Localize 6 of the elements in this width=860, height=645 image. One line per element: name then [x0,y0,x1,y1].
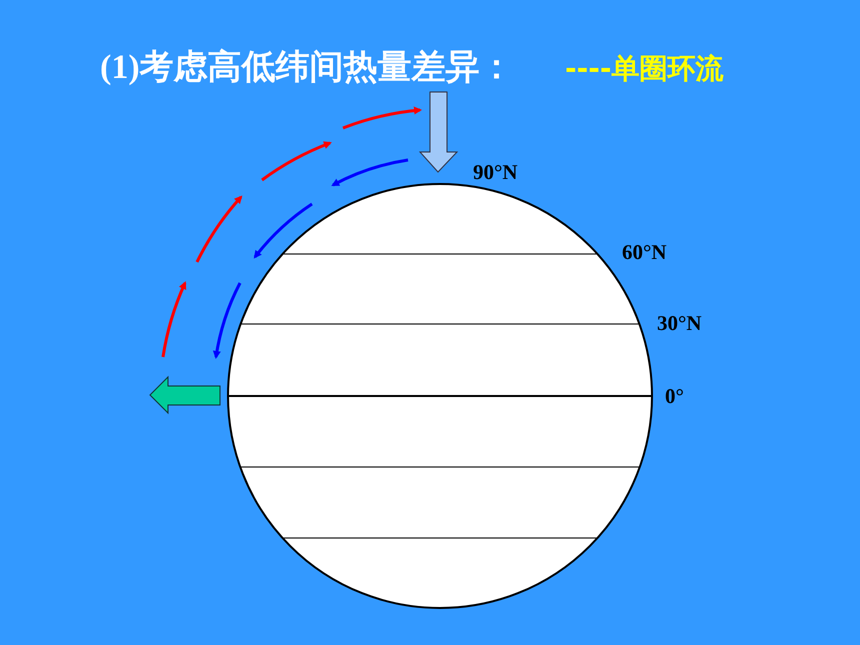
latitude-label: 30°N [657,311,702,336]
latitude-label: 60°N [622,240,667,265]
title: (1)考虑高低纬间热量差异： [100,48,514,88]
subtitle-text: ----单圈环流 [565,51,724,87]
latitude-label: 90°N [473,160,518,185]
latitude-label: 0° [665,384,684,409]
